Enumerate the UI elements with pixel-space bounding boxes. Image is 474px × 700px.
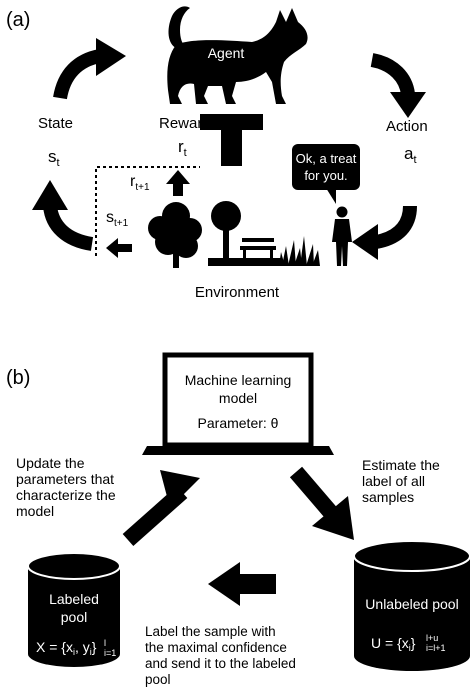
- unlabeled-pool-sub: i=l+1: [426, 643, 446, 653]
- bushy-tree-icon: [148, 202, 202, 268]
- unlabeled-pool-title: Unlabeled pool: [365, 596, 458, 612]
- update-line-2: parameters that: [16, 471, 114, 487]
- diagonal-arrow-icon: [122, 470, 200, 546]
- grass-icon: [279, 236, 320, 266]
- estimate-line-2: label of all: [362, 473, 425, 489]
- unlabeled-pool-sup: l+u: [426, 633, 438, 643]
- labeled-pool-line-1: Labeled: [49, 591, 99, 607]
- action-label: Action: [386, 118, 428, 135]
- cat-icon: [167, 6, 308, 104]
- update-line-1: Update the: [16, 455, 85, 471]
- curved-arrow-icon: [370, 53, 426, 118]
- unlabeled-pool-formula: U = {xi}: [371, 635, 416, 653]
- left-arrow-icon: [208, 562, 276, 606]
- label-sample-line-2: the maximal confidence: [145, 640, 287, 655]
- reward-label: Reward: [159, 115, 211, 132]
- update-line-4: model: [16, 503, 54, 519]
- small-up-arrow-icon: [166, 170, 190, 196]
- label-sample-line-4: pool: [145, 672, 171, 687]
- up-arrow-icon: [200, 114, 263, 166]
- s-t-label: st: [48, 147, 60, 169]
- r-t1-label: rt+1: [130, 173, 150, 193]
- state-label: State: [38, 115, 73, 132]
- labeled-pool-line-2: pool: [61, 609, 87, 625]
- round-tree-icon: [211, 201, 241, 258]
- labeled-pool-sup: l: [104, 638, 106, 648]
- person-icon: [332, 206, 352, 266]
- speech-bubble: Ok, a treat for you.: [292, 144, 360, 204]
- ml-label-line-2: model: [219, 390, 257, 406]
- ground-icon: [208, 258, 282, 266]
- r-t-label: rt: [178, 137, 187, 159]
- ml-label-line-1: Machine learning: [185, 372, 292, 388]
- label-sample-line-3: and send it to the labeled: [145, 656, 296, 671]
- laptop-icon: [142, 352, 334, 455]
- parameter-label: Parameter: θ: [198, 415, 279, 431]
- curved-arrow-icon: [32, 180, 94, 251]
- a-t-label: at: [404, 144, 417, 166]
- labeled-pool-cylinder: [27, 552, 121, 667]
- estimate-line-1: Estimate the: [362, 457, 440, 473]
- speech-line-2: for you.: [304, 168, 347, 183]
- panel-b-label: (b): [6, 367, 30, 389]
- panel-a-label: (a): [6, 9, 30, 31]
- label-sample-line-1: Label the sample with: [145, 624, 276, 639]
- unlabeled-pool-cylinder: [353, 540, 471, 671]
- speech-line-1: Ok, a treat: [296, 151, 357, 166]
- curved-arrow-icon: [352, 205, 417, 260]
- s-t1-label: st+1: [106, 209, 129, 229]
- dotted-line: [95, 166, 200, 256]
- diagonal-arrow-icon: [289, 466, 354, 540]
- environment-label: Environment: [195, 284, 280, 301]
- bench-icon: [240, 238, 276, 258]
- estimate-line-3: samples: [362, 489, 414, 505]
- labeled-pool-sub: i=1: [104, 648, 116, 658]
- update-line-3: characterize the: [16, 487, 116, 503]
- environment-scene: [148, 201, 352, 268]
- small-left-arrow-icon: [106, 238, 132, 258]
- agent-label: Agent: [208, 45, 245, 61]
- curved-arrow-icon: [53, 38, 126, 100]
- labeled-pool-formula: X = {xi, yi}: [36, 639, 97, 657]
